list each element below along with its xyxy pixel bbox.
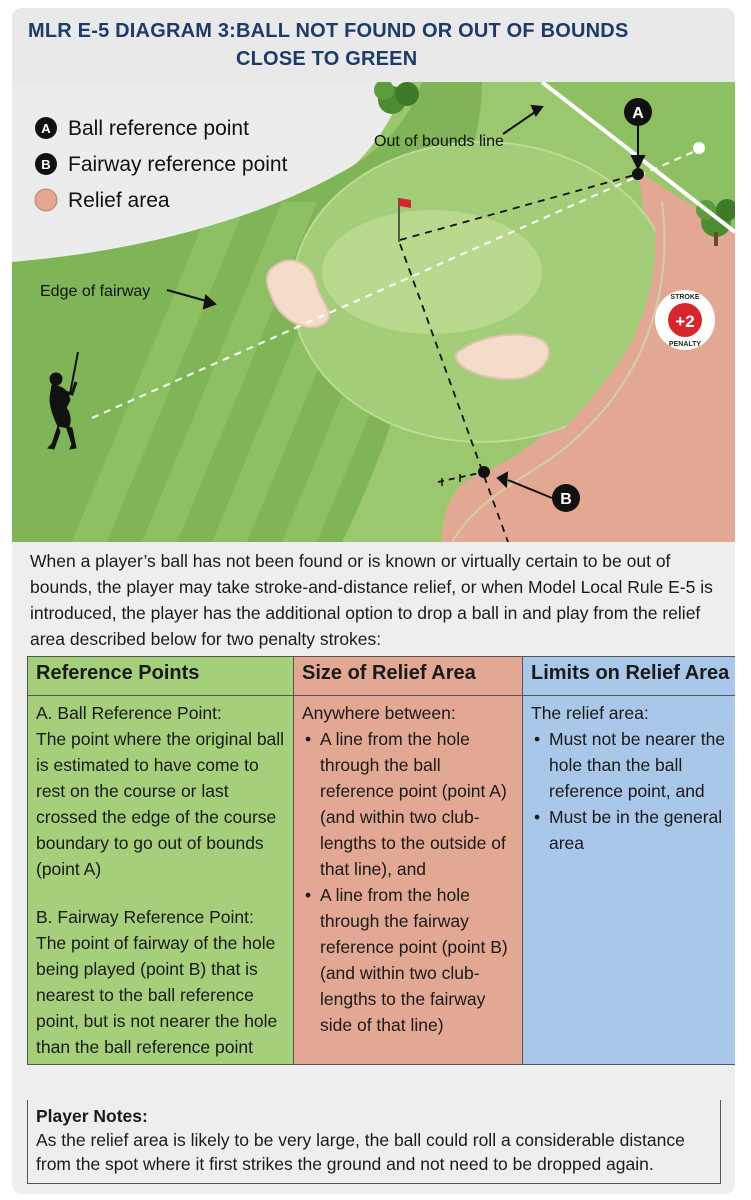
header-size-of-relief-area: Size of Relief Area — [293, 656, 523, 696]
marker-a: A — [624, 98, 652, 126]
hole-to-a-line — [399, 173, 639, 241]
putting-green — [322, 210, 542, 334]
reference-points-cell: A. Ball Reference Point: The point where… — [27, 695, 294, 1065]
bunker-left — [265, 259, 331, 329]
svg-text:B: B — [560, 491, 572, 508]
header-limits-on-relief-area: Limits on Relief Area — [522, 656, 735, 696]
limits-on-relief-area-cell: The relief area: Must not be nearer the … — [522, 695, 735, 1065]
bunker-right — [454, 333, 550, 381]
size-bullet-2: A line from the hole through the fairway… — [305, 882, 514, 1038]
edge-of-fairway-label: Edge of fairway — [40, 283, 150, 300]
svg-text:Ball reference point: Ball reference point — [68, 117, 249, 140]
svg-text:STROKE: STROKE — [670, 294, 700, 301]
golfer-silhouette — [46, 351, 79, 450]
point-a — [632, 168, 644, 180]
limits-intro: The relief area: — [531, 703, 649, 723]
stroke-penalty-badge: +2 STROKE PENALTY — [655, 290, 715, 350]
svg-text:+2: +2 — [675, 312, 694, 331]
legend-item-relief: Relief area — [34, 188, 170, 212]
point-b — [478, 466, 490, 478]
svg-text:B: B — [41, 157, 50, 172]
golf-ball — [693, 142, 705, 154]
size-intro: Anywhere between: — [302, 703, 456, 723]
title-line-2: CLOSE TO GREEN — [236, 48, 418, 70]
header-reference-points: Reference Points — [27, 656, 294, 696]
ball-reference-point-text: The point where the original ball is est… — [36, 729, 285, 879]
flag — [398, 198, 411, 242]
fairway-reference-point-text: The point of fairway of the hole being p… — [36, 933, 278, 1057]
ball-reference-point-title: A. Ball Reference Point: — [36, 703, 222, 723]
out-of-bounds-label: Out of bounds line — [374, 133, 504, 150]
hole-to-b-line — [399, 243, 509, 542]
legend-item-b: B Fairway reference point — [35, 153, 288, 176]
limits-bullet-2: Must be in the general area — [534, 804, 735, 856]
legend-item-a: A Ball reference point — [35, 117, 249, 140]
course-diagram: A B +2 STROKE PENALTY A Ba — [12, 82, 735, 542]
svg-text:A: A — [632, 105, 644, 122]
player-notes-title: Player Notes: — [36, 1106, 148, 1126]
legend-background — [12, 82, 407, 262]
relief-table: Reference Points Size of Relief Area Lim… — [27, 656, 735, 1065]
size-bullet-1: A line from the hole through the ball re… — [305, 726, 514, 882]
player-notes: Player Notes: As the relief area is like… — [27, 1100, 721, 1184]
diagram-label: MLR E-5 DIAGRAM 3: — [28, 20, 237, 42]
header: MLR E-5 DIAGRAM 3: BALL NOT FOUND OR OUT… — [12, 8, 735, 82]
fairway-reference-point-title: B. Fairway Reference Point: — [36, 907, 254, 927]
diagram-card: MLR E-5 DIAGRAM 3: BALL NOT FOUND OR OUT… — [12, 8, 735, 1194]
marker-b: B — [552, 484, 580, 512]
svg-text:PENALTY: PENALTY — [669, 341, 701, 348]
limits-bullet-1: Must not be nearer the hole than the bal… — [534, 726, 735, 804]
intro-paragraph: When a player’s ball has not been found … — [30, 551, 713, 649]
title-line-1: BALL NOT FOUND OR OUT OF BOUNDS — [236, 20, 629, 42]
legend: A Ball reference point B Fairway referen… — [34, 117, 288, 212]
player-notes-text: As the relief area is likely to be very … — [36, 1130, 685, 1174]
tree-top — [374, 82, 419, 114]
size-of-relief-area-cell: Anywhere between: A line from the hole t… — [293, 695, 523, 1065]
svg-text:Fairway reference point: Fairway reference point — [68, 153, 288, 176]
svg-text:Relief area: Relief area — [68, 189, 170, 212]
svg-text:A: A — [41, 121, 51, 136]
